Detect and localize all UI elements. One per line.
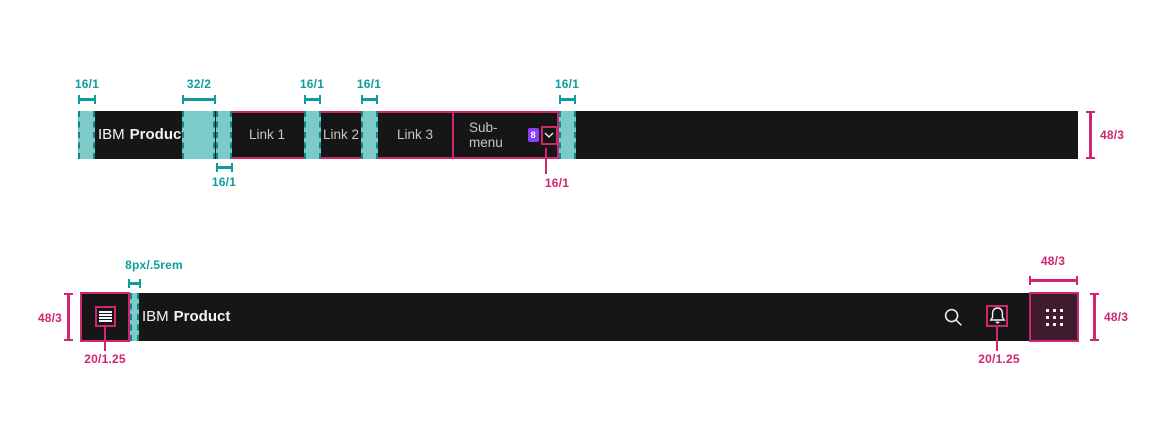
brand-name: Product	[129, 126, 187, 143]
notification-icon-measure-box	[986, 305, 1008, 327]
bracket-brand-gap	[128, 279, 141, 288]
annotation-brand-margin: 32/2	[186, 77, 212, 91]
annotation-gap-link2-link3: 16/1	[356, 77, 382, 91]
annotation-gap-link1-link2: 16/1	[299, 77, 325, 91]
bracket-link-padding	[216, 163, 233, 172]
annotation-bottom-bar-height-left: 48/3	[37, 311, 62, 325]
spacing-strip-gap2	[361, 111, 378, 159]
bracket-brand-margin	[182, 95, 216, 104]
search-button[interactable]	[942, 306, 964, 328]
annotation-menu-icon-size: 20/1.25	[84, 352, 126, 366]
search-icon	[944, 308, 962, 326]
app-switcher-button[interactable]	[1029, 292, 1079, 342]
spacing-strip-gap1	[304, 111, 321, 159]
bracket-bottom-bar-height-right	[1090, 293, 1099, 341]
notification-icon[interactable]	[989, 307, 1006, 325]
annotation-switcher-width: 48/3	[1040, 254, 1066, 268]
submenu-badge: 8	[527, 128, 539, 142]
annotation-top-bar-height: 48/3	[1100, 128, 1125, 142]
bracket-switcher-width	[1029, 276, 1078, 285]
bracket-bottom-bar-height-left	[64, 293, 73, 341]
annotation-trailing-padding: 16/1	[554, 77, 580, 91]
brand-prefix: IBM	[98, 126, 125, 143]
nav-submenu[interactable]: Sub-menu 8	[454, 111, 558, 159]
nav-link-2[interactable]: Link 2	[322, 127, 360, 142]
spacing-strip-left-padding	[78, 111, 95, 159]
spacing-strip-brand-margin	[182, 111, 215, 159]
notification-icon-connector-line	[996, 327, 998, 351]
menu-icon-measure-box	[95, 306, 116, 327]
spacing-strip-trailing	[559, 111, 576, 159]
bracket-top-bar-height	[1086, 111, 1095, 159]
annotation-chevron-spacing: 16/1	[544, 176, 570, 190]
submenu-label: Sub-menu	[469, 120, 503, 150]
nav-link-3[interactable]: Link 3	[396, 127, 434, 142]
annotation-link-padding: 16/1	[211, 175, 237, 189]
bracket-gap-link1-link2	[304, 95, 321, 104]
annotation-notification-icon-size: 20/1.25	[978, 352, 1020, 366]
spacing-strip-link-padding	[216, 111, 232, 159]
menu-icon[interactable]	[99, 310, 112, 323]
brand-prefix: IBM	[142, 308, 169, 325]
menu-icon-connector-line	[104, 327, 106, 351]
chevron-connector-line	[545, 148, 547, 174]
annotation-left-padding: 16/1	[74, 77, 100, 91]
annotation-bottom-bar-height-right: 48/3	[1104, 310, 1129, 324]
bracket-trailing-padding	[559, 95, 576, 104]
chevron-measure-box	[540, 125, 558, 145]
annotation-brand-gap: 8px/.5rem	[125, 258, 183, 272]
spacing-strip-brand-gap	[130, 293, 139, 341]
nav-link-1[interactable]: Link 1	[248, 127, 286, 142]
chevron-down-icon[interactable]	[544, 132, 554, 138]
bracket-left-padding	[78, 95, 96, 104]
nav-divider-line	[452, 111, 454, 159]
bracket-gap-link2-link3	[361, 95, 378, 104]
brand-name: Product	[173, 308, 231, 325]
app-switcher-icon	[1045, 308, 1063, 326]
